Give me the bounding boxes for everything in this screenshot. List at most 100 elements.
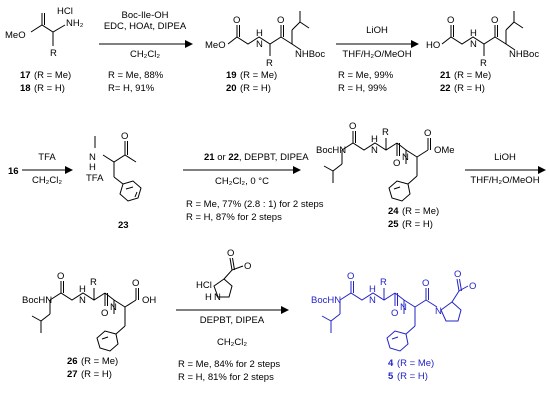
atom-meo: MeO [5,30,26,41]
compound-label: (R = Me) [34,70,71,81]
atom-hcl: HCl [196,280,212,291]
atom-nhboc: NHBoc [295,49,325,60]
atom-o: O [469,281,476,292]
atom-o: O [347,271,354,282]
reagent-text: LiOH [366,25,388,36]
atom-hcl: HCl [57,6,73,17]
atom-n: N [369,295,376,306]
atom-o: O [393,158,400,169]
atom-o: O [121,131,128,142]
solvent-text: CH₂Cl₂ [217,337,247,348]
solvent-text: CH₂Cl₂ [130,49,160,60]
atom-h: H [79,284,86,295]
atom-o: O [233,15,240,26]
compound-number: 20 [226,83,237,94]
yield-text: R = Me, 88% [108,70,164,81]
atom-meo: MeO [205,40,226,51]
compound-26-27-structure: BocHN O H N R O N O OH 26 (R = Me) 27 (R… [22,271,156,380]
atom-ho: HO [426,40,440,51]
compound-24-25-structure: BocHN O H N R O N O OMe 24 (R = Me) 25 (… [316,121,455,230]
atom-n: N [89,152,96,163]
yield-text: R = Me, 99% [338,70,394,81]
compound-number: 5 [388,371,394,382]
compound-4-5-structure: BocHN O H N R O N O N O O 4 (R = Me) 5 (… [311,269,476,382]
compound-21-22-structure: HO O H N O R NHBoc 21 (R = Me) 22 (R = H… [426,11,539,94]
reagent-text: EDC, HOAt, DIPEA [104,21,187,32]
compound-label: (R = Me) [81,356,118,367]
compound-label: (R = H) [402,219,433,230]
compound-label: (R = H) [454,83,485,94]
atom-r: R [50,48,57,59]
proline-ester-reagent: HCl H N O O [196,248,251,303]
compound-number: 18 [20,83,31,94]
atom-n: N [79,295,86,306]
atom-n: N [470,39,477,50]
reagent-text: 21 or 22, DEPBT, DIPEA [204,152,309,163]
atom-o: O [349,121,356,132]
solvent-text: THF/H₂O/MeOH [470,175,539,186]
atom-h: H [205,292,212,303]
solvent-text: THF/H₂O/MeOH [342,49,411,60]
atom-tfa: TFA [86,173,104,184]
compound-23-structure: N H TFA O 23 [86,131,142,231]
atom-n: N [256,39,263,50]
compound-number: 23 [118,220,129,231]
yield-text: R = Me, 84% for 2 steps [178,359,280,370]
reagent-text: Boc-Ile-OH [122,10,169,21]
compound-label: (R = Me) [397,358,434,369]
atom-n: N [400,302,407,313]
atom-n: N [402,152,409,163]
atom-r: R [382,127,389,138]
atom-o: O [491,15,498,26]
compound-label: (R = H) [240,83,271,94]
atom-oh: OH [142,295,156,306]
compound-19-20-structure: MeO O H N O R NHBoc 19 (R = Me) 20 (R = … [205,11,325,94]
atom-n: N [435,306,442,317]
atom-h: H [89,162,96,173]
atom-r: R [380,277,387,288]
atom-n: N [110,302,117,313]
atom-h: H [371,134,378,145]
atom-ome: OMe [434,145,455,156]
compound-number: 26 [67,356,78,367]
atom-nhboc: NHBoc [509,49,539,60]
compound-label: (R = H) [34,83,65,94]
atom-o: O [101,308,108,319]
compound-label: (R = H) [397,371,428,382]
compound-number: 17 [20,70,31,81]
yield-text: R = H, 81% for 2 steps [178,372,274,383]
atom-nh2: NH₂ [66,18,84,29]
yield-text: R = H, 87% for 2 steps [186,212,282,223]
atom-r: R [90,277,97,288]
atom-bochn: BocHN [22,295,52,306]
compound-number: 24 [388,206,399,217]
compound-number: 25 [388,219,399,230]
compound-number: 4 [388,358,394,369]
atom-h: H [256,28,263,39]
atom-o: O [422,278,429,289]
compound-number: 19 [226,70,237,81]
compound-number: 21 [440,70,451,81]
atom-o: O [391,308,398,319]
atom-o: O [424,128,431,139]
atom-bochn: BocHN [311,295,341,306]
atom-o: O [227,248,234,259]
atom-n: N [371,145,378,156]
yield-text: R= H, 91% [108,83,155,94]
compound-label: (R = Me) [454,70,491,81]
compound-number: 22 [440,83,451,94]
solvent-text: CH₂Cl₂ [32,175,62,186]
compound-label: (R = H) [81,369,112,380]
compound-number: 16 [8,166,19,177]
reagent-text: TFA [38,152,56,163]
conditions-text: CH₂Cl₂, 0 °C [215,176,269,187]
compound-label: (R = Me) [402,206,439,217]
atom-r: R [480,58,487,69]
atom-o: O [132,278,139,289]
reagent-text: LiOH [494,152,516,163]
compound-17-18-structure: MeO HCl NH₂ R 17 (R = Me) 18 (R = H) [5,6,84,94]
atom-o: O [244,261,251,272]
reagent-text: DEPBT, DIPEA [200,315,265,326]
atom-h: H [369,284,376,295]
